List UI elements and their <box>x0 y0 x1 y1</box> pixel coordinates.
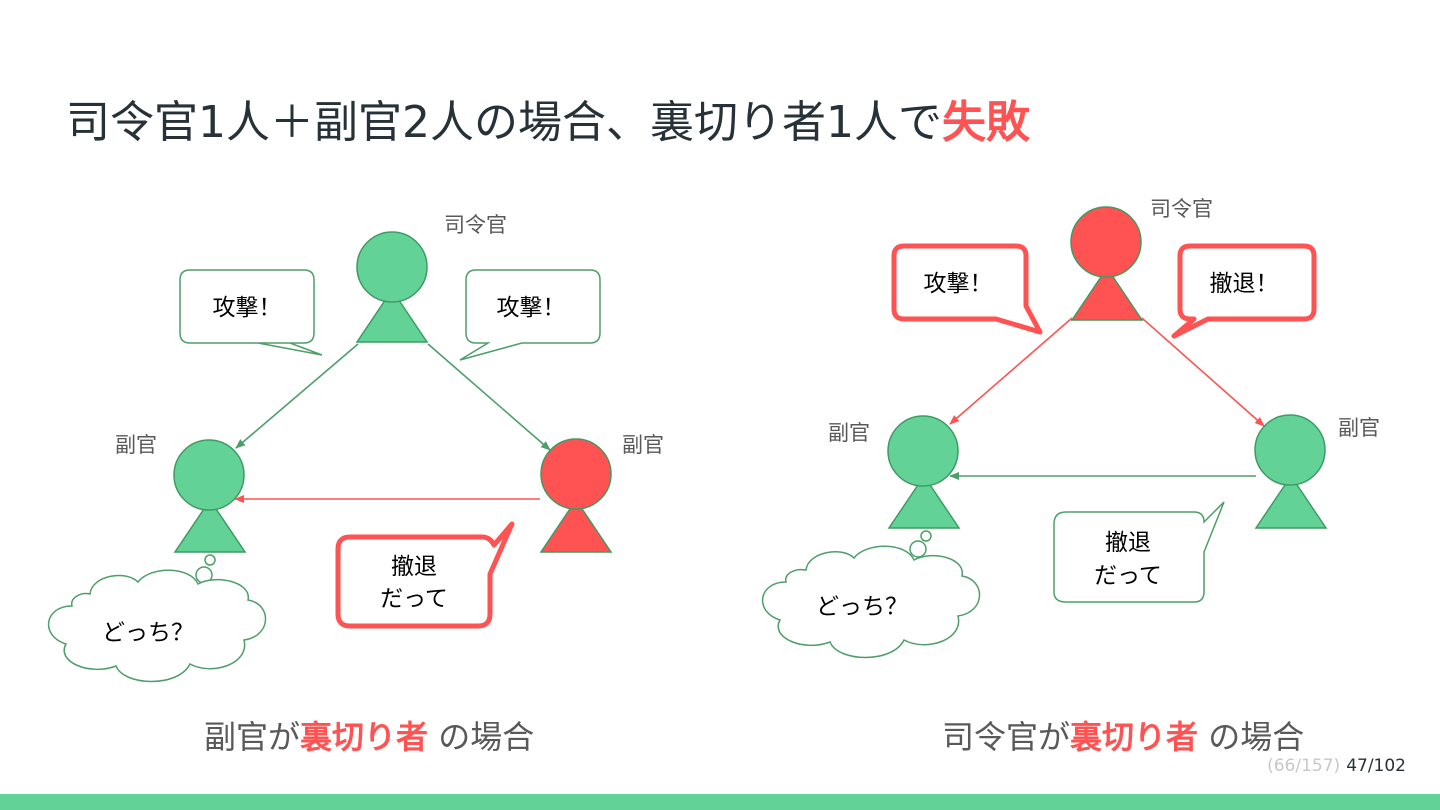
pager-current: 47/102 <box>1346 756 1406 776</box>
pager-total: (66/157) <box>1267 756 1341 776</box>
bottom-accent-bar <box>0 794 1440 810</box>
left-bubble-attack-left-text: 攻撃！ <box>213 295 282 321</box>
left-caption-highlight: 裏切り者 <box>300 718 429 756</box>
left-bubble-attack-right: 攻撃！ <box>459 269 601 361</box>
title-highlight: 失敗 <box>941 97 1030 148</box>
slide-pager: (66/157)47/102 <box>1267 756 1406 776</box>
left-bubble-retreat: 撤退 だって <box>335 521 515 629</box>
right-commander-traitor-figure <box>1070 206 1144 321</box>
right-thought-cloud: どっち？ <box>762 530 981 659</box>
right-bubble-relay-line2: だって <box>1094 563 1162 589</box>
left-commander-figure <box>355 231 429 343</box>
left-bubble-attack-left: 攻撃！ <box>179 269 323 356</box>
right-diagram: 司令官 副官 副官 攻撃！ 撤退！ 撤退 だって どっち？ <box>762 197 1380 659</box>
right-label-lieutenant-right: 副官 <box>1338 416 1380 440</box>
left-thought-cloud: どっち？ <box>48 554 267 683</box>
left-lieutenant-loyal-figure <box>173 439 247 553</box>
right-label-lieutenant-left: 副官 <box>828 421 870 445</box>
right-thought-text: どっち？ <box>816 594 908 620</box>
left-caption-post: の場合 <box>428 718 535 756</box>
left-caption-pre: 副官が <box>204 718 301 756</box>
right-bubble-relay-line1: 撤退 <box>1105 530 1151 556</box>
right-label-commander: 司令官 <box>1150 197 1213 221</box>
right-caption: 司令官が裏切り者 の場合 <box>942 712 1304 758</box>
left-bubble-retreat-line1: 撤退 <box>391 554 437 580</box>
left-arrow-commander-to-left <box>235 343 359 449</box>
left-bubble-attack-right-text: 攻撃！ <box>497 295 566 321</box>
right-lieutenant-left-figure <box>887 415 961 529</box>
left-label-lieutenant-right: 副官 <box>622 433 664 457</box>
right-lieutenant-right-figure <box>1254 414 1328 529</box>
right-arrow-commander-to-right <box>1141 317 1265 427</box>
right-caption-post: の場合 <box>1198 718 1305 756</box>
right-bubble-retreat-text: 撤退！ <box>1210 271 1279 297</box>
left-caption: 副官が裏切り者 の場合 <box>204 712 534 758</box>
right-bubble-relay: 撤退 だって <box>1053 501 1225 603</box>
title-main: 司令官1人＋副官2人の場合、裏切り者1人で <box>66 97 942 148</box>
right-bubble-retreat: 撤退！ <box>1171 243 1317 339</box>
left-arrow-commander-to-right <box>427 343 551 451</box>
right-bubble-attack: 攻撃！ <box>891 243 1043 335</box>
right-caption-highlight: 裏切り者 <box>1070 718 1199 756</box>
left-lieutenant-traitor-figure <box>539 438 613 553</box>
left-label-lieutenant-left: 副官 <box>115 433 157 457</box>
right-caption-pre: 司令官が <box>942 718 1071 756</box>
left-bubble-retreat-line2: だって <box>380 586 448 612</box>
right-arrow-commander-to-left <box>949 317 1073 425</box>
left-thought-text: どっち？ <box>102 620 194 646</box>
slide-title: 司令官1人＋副官2人の場合、裏切り者1人で失敗 <box>66 86 1030 150</box>
left-diagram: 司令官 副官 副官 攻撃！ 攻撃！ 撤退 だって どっち？ <box>48 213 664 683</box>
right-bubble-attack-text: 攻撃！ <box>924 271 993 297</box>
left-label-commander: 司令官 <box>444 213 507 237</box>
